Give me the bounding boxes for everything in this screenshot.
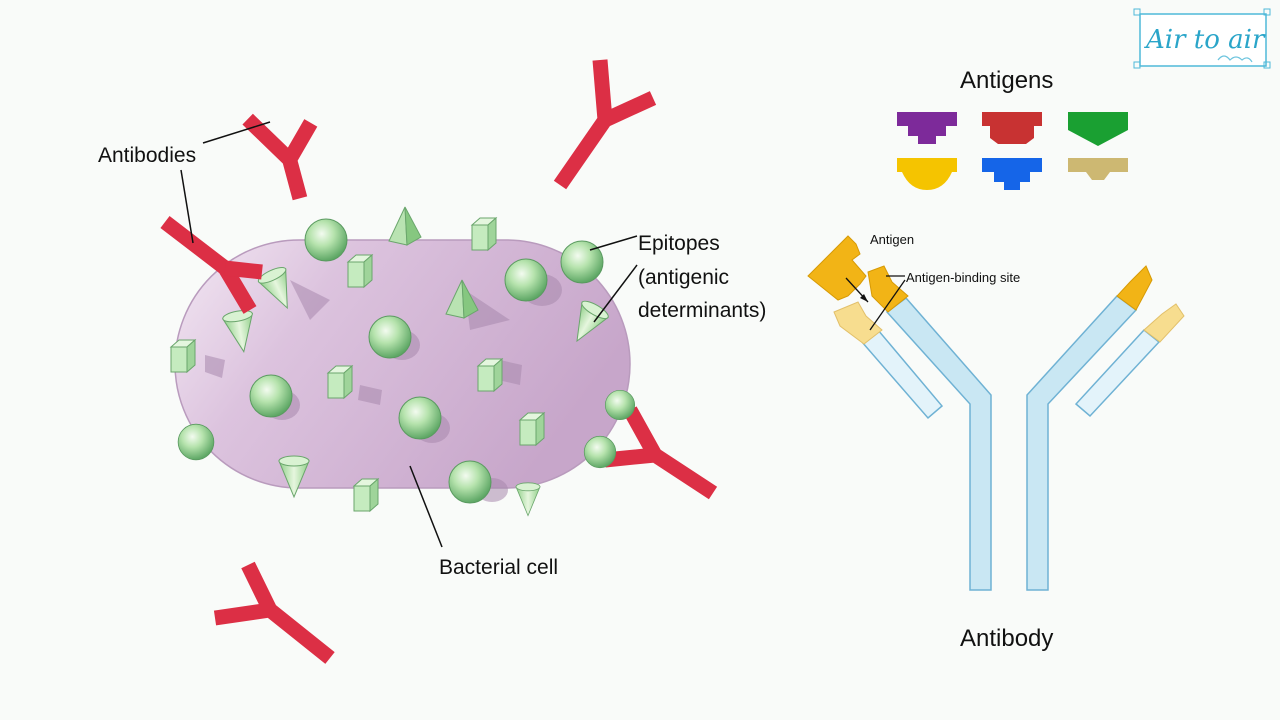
heavy-chain-right — [1026, 294, 1138, 591]
bound-antibody-left — [160, 216, 263, 314]
variable-region-heavy-left — [867, 265, 909, 313]
epitope-cube — [477, 358, 503, 392]
antigen-swatch-yellow — [897, 158, 957, 190]
brand-logo: Air to air — [1133, 8, 1271, 69]
epitope-sphere — [177, 423, 215, 461]
epitope-sphere — [368, 315, 412, 359]
antigen-swatch-purple — [897, 112, 957, 144]
bound-antibody-right — [604, 406, 718, 500]
antigen-swatch-red — [982, 112, 1042, 144]
epitope-sphere — [448, 460, 492, 504]
epitopes-callout: Epitopes (antigenic determinants) — [589, 232, 766, 323]
antigen-callout: Antigen — [845, 232, 914, 303]
bacterial-cell-callout: Bacterial cell — [409, 465, 558, 579]
epitope-sphere — [504, 258, 548, 302]
cloud-icon — [1217, 55, 1253, 63]
logo-corner — [1263, 8, 1271, 16]
variable-region-light-right — [1143, 303, 1185, 343]
logo-frame — [1139, 13, 1267, 67]
epitope-cube — [327, 365, 353, 399]
antigen-swatch-blue — [982, 158, 1042, 190]
epitopes-label-line2: (antigenic — [638, 266, 729, 289]
epitope-cube — [353, 478, 379, 512]
epitope-sphere — [304, 218, 348, 262]
epitope-sphere — [583, 435, 617, 469]
epitope-sphere — [249, 374, 293, 418]
logo-corner — [1263, 61, 1271, 69]
logo-corner — [1133, 8, 1141, 16]
antigen-swatch-green — [1068, 112, 1128, 146]
epitope-cube — [347, 254, 373, 288]
epitope-cone — [515, 482, 541, 516]
bacterial-cell-label: Bacterial cell — [439, 556, 558, 579]
antigen-label: Antigen — [870, 232, 914, 247]
free-antibody-top-center — [553, 59, 657, 190]
antigen-binding-site-callout: Antigen-binding site — [869, 270, 1020, 331]
epitope-sphere — [398, 396, 442, 440]
epitope-sphere — [604, 389, 636, 421]
heavy-chain-left — [885, 296, 992, 591]
antigens-title: Antigens — [960, 67, 1053, 94]
free-antibody-top-left — [242, 113, 318, 201]
antibody-label: Antibody — [960, 625, 1053, 652]
free-antibody-bottom-left — [213, 561, 335, 664]
epitope-cube — [170, 339, 196, 373]
antigen-swatch-tan — [1068, 158, 1128, 180]
antibody-structure — [807, 235, 1185, 591]
epitope-pyramid — [388, 206, 422, 246]
antibodies-label: Antibodies — [98, 144, 196, 167]
epitopes-label-line3: determinants) — [638, 299, 766, 322]
antibodies-callout: Antibodies — [98, 121, 271, 244]
epitopes-label: Epitopes — [638, 232, 720, 255]
variable-region-heavy-right — [1116, 265, 1153, 311]
epitope-cube — [471, 217, 497, 251]
logo-corner — [1133, 61, 1141, 69]
bacterial-cell — [174, 239, 631, 502]
epitope-cube — [519, 412, 545, 446]
antigen-binding-site-label: Antigen-binding site — [906, 270, 1020, 285]
logo-text: Air to air — [1144, 25, 1266, 55]
antigen-swatches — [897, 112, 1128, 190]
variable-region-light-left — [833, 301, 883, 345]
arrow-head-icon — [860, 294, 868, 302]
